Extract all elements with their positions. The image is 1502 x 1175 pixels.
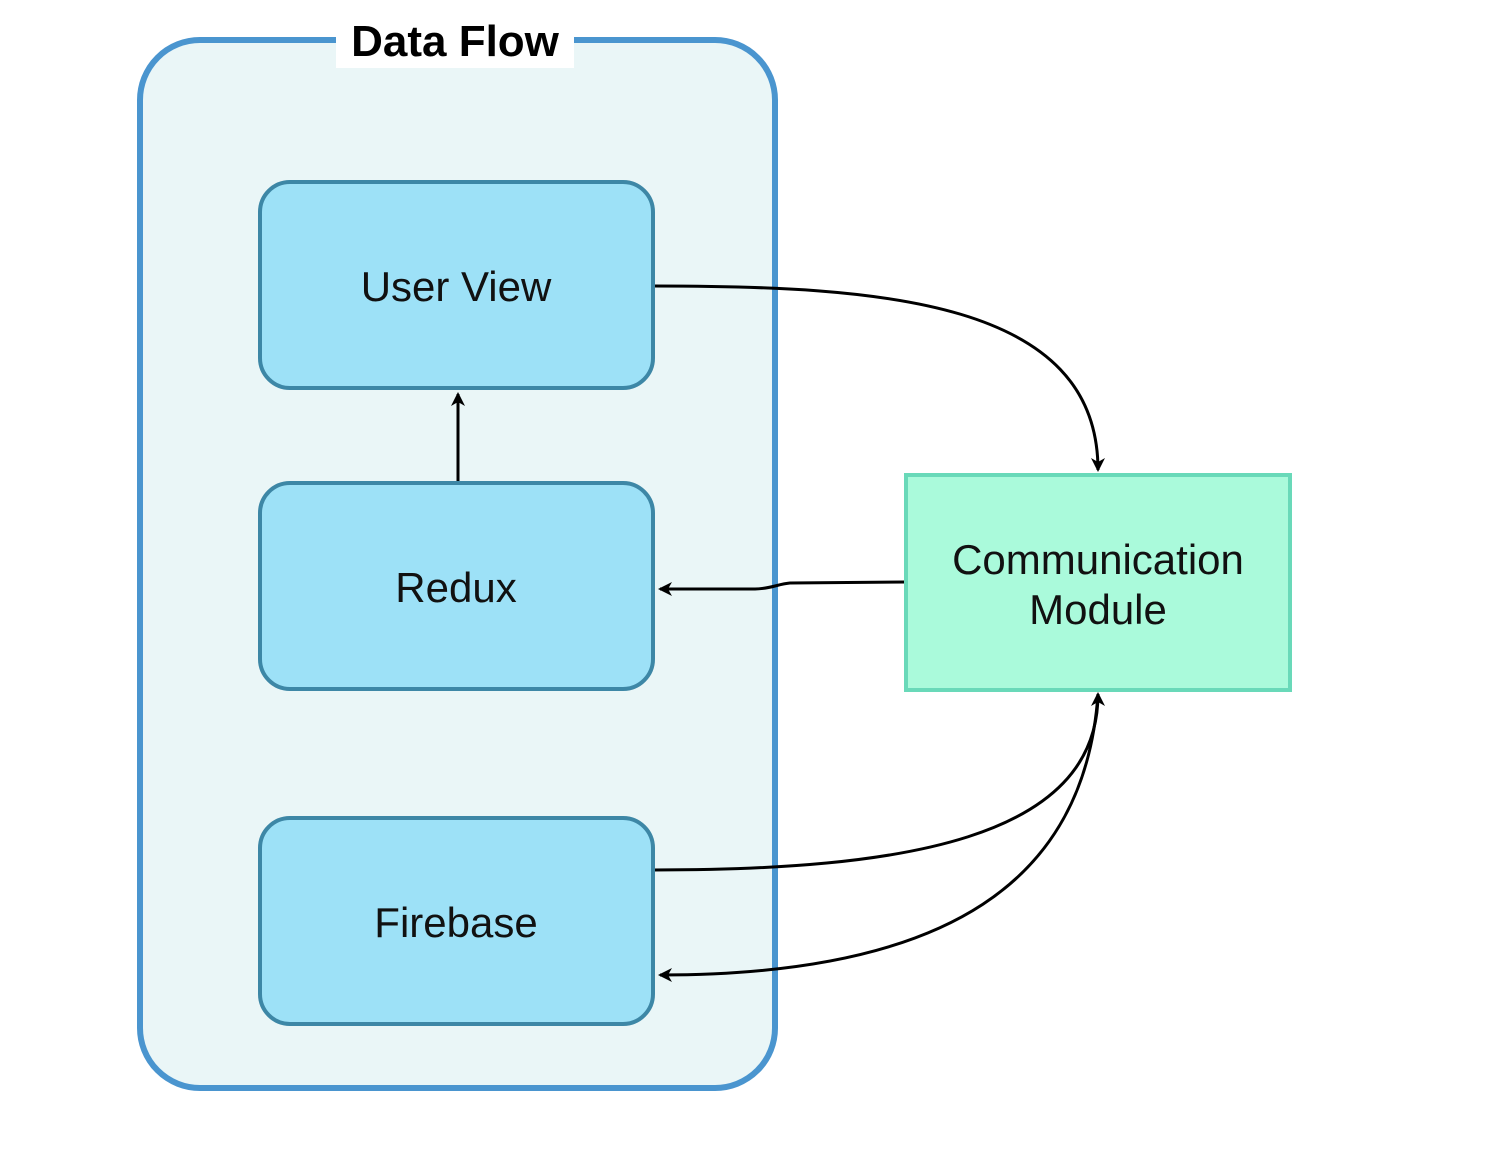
node-communication-module[interactable]: Communication Module [904, 473, 1292, 692]
node-redux-label: Redux [395, 564, 516, 611]
edges [451, 284, 1105, 982]
node-firebase-box[interactable] [258, 816, 655, 1026]
node-user-view-box[interactable] [258, 180, 655, 390]
edge-communication-module-to-firebase [658, 693, 1100, 982]
node-communication-module-box[interactable] [904, 473, 1292, 692]
container-title: Data Flow [351, 17, 560, 66]
container-title-background [336, 12, 574, 68]
node-redux-box[interactable] [258, 481, 655, 691]
node-user-view[interactable]: User View [258, 180, 655, 390]
node-firebase[interactable]: Firebase [258, 816, 655, 1026]
edge-communication-module-to-redux [658, 580, 907, 596]
node-redux[interactable]: Redux [258, 481, 655, 691]
node-firebase-label: Firebase [374, 899, 537, 946]
edge-user-view-to-communication-module [652, 284, 1105, 472]
node-communication-module-label-line1: Communication [952, 536, 1244, 583]
edge-firebase-to-communication-module [652, 692, 1105, 872]
node-communication-module-label-line2: Module [1029, 586, 1167, 633]
node-user-view-label: User View [361, 263, 552, 310]
